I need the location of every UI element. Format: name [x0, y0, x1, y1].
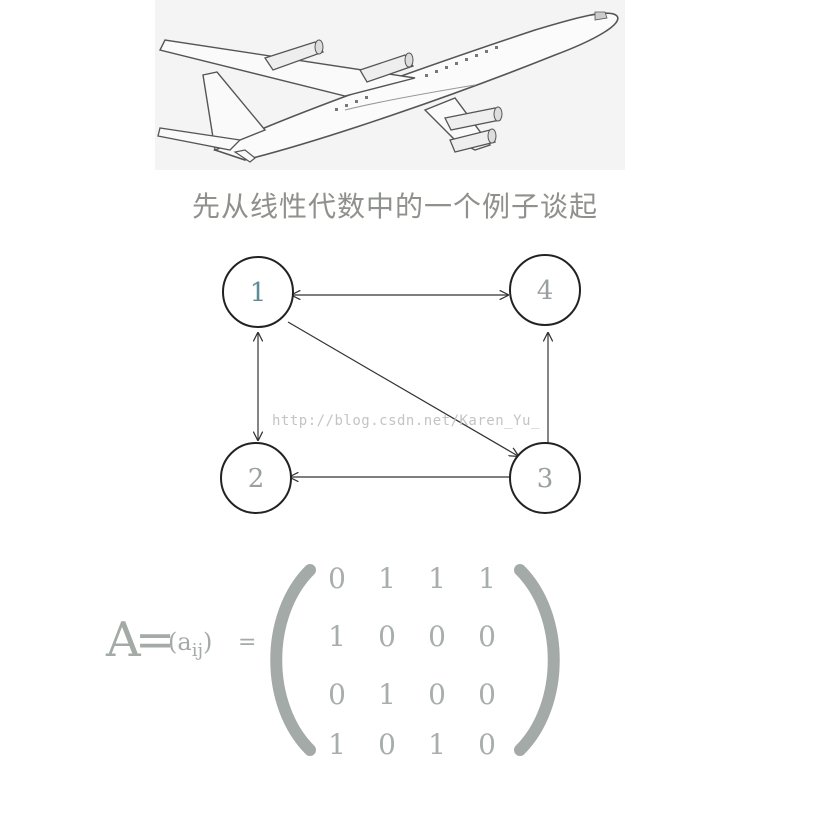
matrix-cell: 0: [378, 620, 396, 653]
matrix-cell: 1: [328, 620, 346, 653]
matrix-cell: 0: [428, 678, 446, 711]
formula-aij: (aij): [168, 628, 212, 661]
matrix-left-bracket: [270, 564, 316, 756]
matrix-cell: 1: [378, 678, 396, 711]
matrix-cell: 1: [478, 562, 496, 595]
formula-subscript: ij: [191, 639, 204, 661]
matrix-cell: 1: [428, 728, 446, 761]
matrix-cell: 0: [478, 728, 496, 761]
matrix-cell: 0: [428, 620, 446, 653]
formula-equals-1: =: [135, 612, 176, 668]
matrix-cell: 0: [328, 562, 346, 595]
watermark-text: http://blog.csdn.net/Karen_Yu_: [272, 413, 540, 429]
node-1: 1: [222, 256, 294, 328]
node-3: 3: [509, 442, 581, 514]
node-4: 4: [509, 254, 581, 326]
caption-text: 先从线性代数中的一个例子谈起: [191, 190, 598, 223]
matrix-cell: 0: [478, 620, 496, 653]
matrix-cell: 0: [328, 678, 346, 711]
matrix-right-bracket: [514, 564, 560, 756]
matrix-cell: 0: [378, 728, 396, 761]
node-2: 2: [220, 442, 292, 514]
matrix-cell: 1: [378, 562, 396, 595]
node-1-label: 1: [250, 278, 267, 308]
edge-1-3: [287, 321, 518, 456]
node-2-label: 2: [248, 464, 265, 494]
directed-graph: 1 4 2 3: [220, 254, 581, 514]
matrix-cell: 1: [328, 728, 346, 761]
node-4-label: 4: [537, 276, 554, 306]
node-3-label: 3: [537, 464, 554, 494]
matrix-brackets: [270, 564, 560, 756]
formula-equals-2: =: [238, 630, 257, 655]
airplane-illustration: [155, 0, 625, 170]
matrix-cell: 1: [428, 562, 446, 595]
formula-A: A: [106, 612, 141, 668]
formula-paren-open: (: [168, 628, 178, 656]
matrix-cell: 0: [478, 678, 496, 711]
formula-paren-close: ): [203, 628, 213, 656]
formula-a: a: [177, 628, 192, 656]
